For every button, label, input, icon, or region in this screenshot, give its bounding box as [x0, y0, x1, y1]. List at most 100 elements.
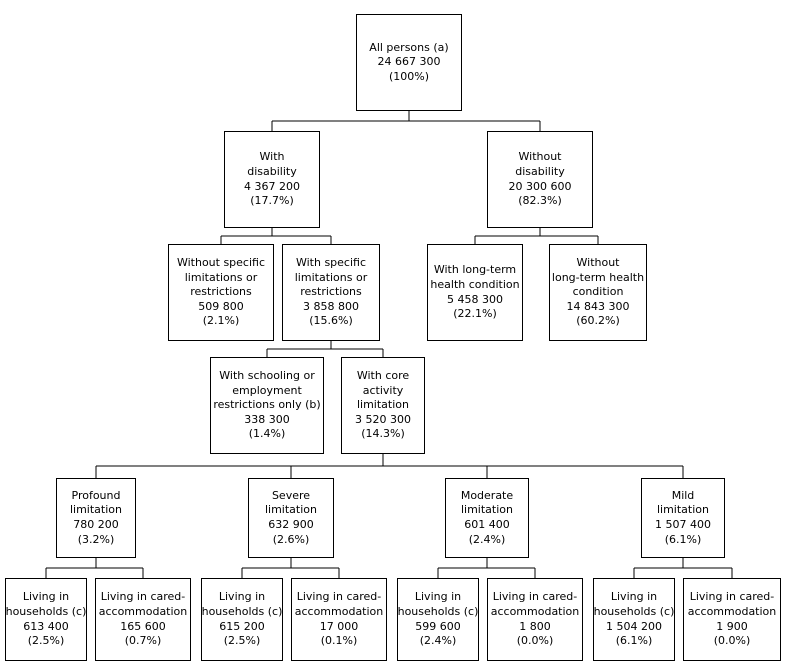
node-text-line: accommodation	[490, 604, 580, 618]
node-text-line: (6.1%)	[615, 634, 653, 648]
node-text-line: Without specific	[176, 256, 266, 270]
node-text-line: Living in cared-	[492, 590, 578, 604]
node-text-line: Living in	[610, 590, 658, 604]
node-text-line: (3.2%)	[77, 532, 115, 546]
node-text-line: Living in	[414, 590, 462, 604]
node-text-line: accommodation	[687, 604, 777, 618]
node-text-line: (100%)	[388, 69, 430, 83]
node-text-line: With specific	[295, 256, 367, 270]
node-text-line: Severe	[271, 488, 311, 502]
node-text-line: activity	[362, 383, 404, 397]
node-text-line: accommodation	[294, 604, 384, 618]
node-text-line: Living in cared-	[100, 590, 186, 604]
node-text-line: (0.0%)	[713, 634, 751, 648]
node-text-line: 599 600	[415, 619, 461, 633]
node-text-line: 165 600	[120, 619, 166, 633]
node-text-line: limitations or	[184, 270, 258, 284]
node-text-line: long-term health	[551, 270, 645, 284]
node-text-line: 4 367 200	[244, 179, 300, 193]
node-text-line: 780 200	[73, 518, 119, 531]
node-text-line: health condition	[430, 277, 520, 291]
node-text-line: 17 000	[319, 619, 359, 633]
node-text-line: Living in cared-	[296, 590, 382, 604]
node-text-line: 601 400	[464, 518, 510, 531]
node-text-line: Living in	[22, 590, 70, 604]
node-text-line: employment	[232, 383, 302, 397]
node-text-line: households (c)	[5, 604, 87, 618]
node-text-line: (2.5%)	[27, 634, 65, 648]
node-text-line: condition	[572, 285, 624, 299]
node-text-line: 1 507 400	[655, 518, 711, 531]
node-text-line: (0.0%)	[516, 634, 554, 648]
node-text-line: 509 800	[198, 299, 244, 313]
node-text-line: 5 458 300	[447, 292, 503, 306]
node-text-line: All persons (a)	[369, 40, 449, 54]
all-persons-box: All persons (a)24 667 300(100%)	[356, 14, 462, 111]
node-text-line: 20 300 600	[508, 179, 572, 193]
node-text-line: 24 667 300	[377, 55, 441, 69]
node-text-line: (17.7%)	[250, 194, 294, 208]
node-text-line: (2.1%)	[202, 314, 240, 328]
node-text-line: 632 900	[268, 518, 314, 531]
node-text-line: Mild	[671, 488, 695, 502]
node-text-line: households (c)	[593, 604, 675, 618]
node-text-line: With core	[356, 369, 410, 383]
node-text-line: (82.3%)	[518, 194, 562, 208]
node-text-line: 3 858 800	[303, 299, 359, 313]
node-text-line: 1 504 200	[606, 619, 662, 633]
node-text-line: limitation	[356, 398, 409, 412]
node-text-line: restrictions	[190, 285, 252, 299]
node-text-line: (2.6%)	[272, 532, 310, 546]
node-text-line: Living in	[218, 590, 266, 604]
node-text-line: With schooling or	[219, 369, 315, 383]
node-text-line: (2.4%)	[468, 532, 506, 546]
node-text-line: (22.1%)	[453, 307, 497, 321]
node-text-line: restrictions only (b)	[213, 398, 321, 412]
node-text-line: restrictions	[300, 285, 362, 299]
node-text-line: 1 800	[519, 619, 551, 633]
node-text-line: 613 400	[23, 619, 69, 633]
node-text-line: With	[259, 150, 285, 164]
node-text-line: (2.4%)	[419, 634, 457, 648]
node-text-line: disability	[247, 164, 297, 178]
node-text-line: limitation	[69, 503, 122, 517]
node-text-line: (2.5%)	[223, 634, 261, 648]
node-text-line: 1 900	[716, 619, 748, 633]
node-text-line: Living in cared-	[689, 590, 775, 604]
node-text-line: (6.1%)	[664, 532, 702, 546]
node-text-line: households (c)	[397, 604, 479, 618]
node-text-line: 3 520 300	[355, 412, 411, 426]
node-text-line: limitation	[656, 503, 709, 517]
node-text-line: (60.2%)	[576, 314, 620, 328]
node-text-line: Moderate	[460, 488, 514, 502]
node-text-line: 338 300	[244, 412, 290, 426]
node-text-line: (14.3%)	[361, 427, 405, 441]
node-text-line: limitations or	[294, 270, 368, 284]
node-text-line: Profound	[71, 488, 121, 502]
node-text-line: With long-term	[433, 263, 517, 277]
node-text-line: Without	[576, 256, 620, 270]
node-text-line: households (c)	[201, 604, 283, 618]
node-text-line: 14 843 300	[566, 299, 630, 313]
node-text-line: (15.6%)	[309, 314, 353, 328]
